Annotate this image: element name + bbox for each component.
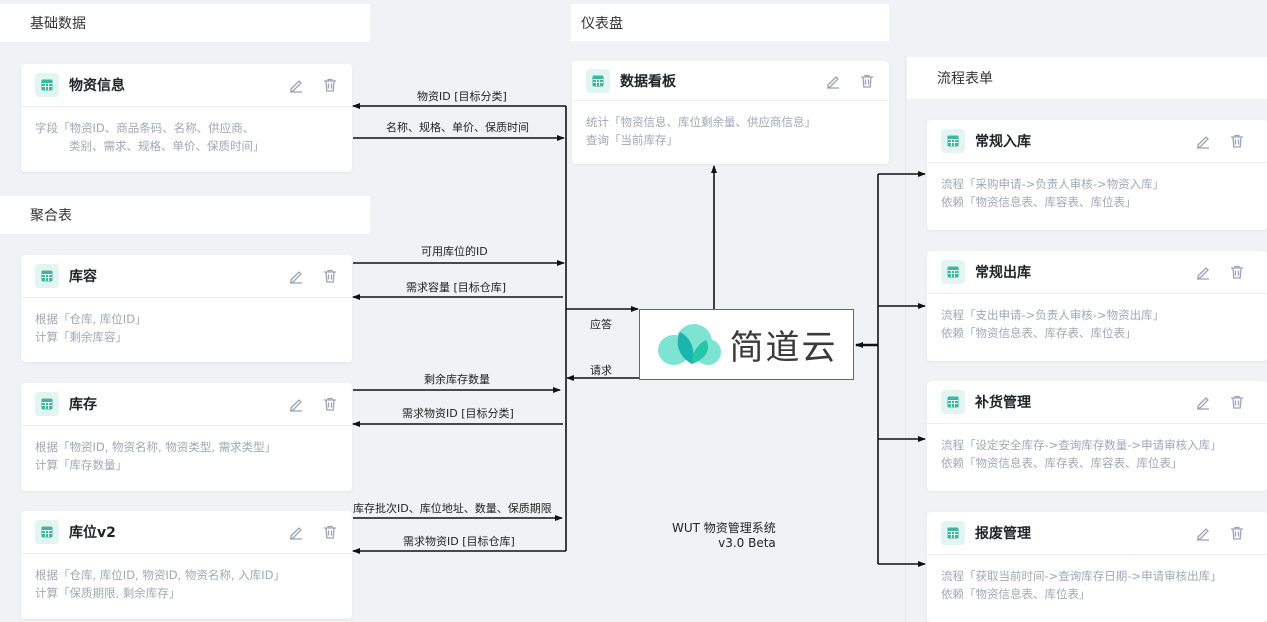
table-icon [941,260,965,284]
card-detail: 根据「仓库, 库位ID, 物资ID, 物资名称, 入库ID」 [35,568,285,582]
card-detail: 计算「保质期限, 剩余库存」 [35,586,181,600]
section-header-process: 流程表单 [907,57,1267,99]
card-kuwei[interactable]: 库位v2 根据「仓库, 库位ID, 物资ID, 物资名称, 入库ID」 计算「保… [21,511,352,619]
card-detail: 计算「剩余库容」 [35,330,127,344]
edit-icon[interactable] [1195,264,1211,280]
delete-icon[interactable] [322,268,338,284]
delete-icon[interactable] [1229,133,1245,149]
arrow-label: 可用库位的ID [421,245,488,258]
arrow-label: 库存批次ID、库位地址、数量、保质期限 [353,502,552,515]
section-header-aggregate: 聚合表 [0,196,370,234]
request-label: 请求 [590,364,612,377]
card-detail: 查询「当前库存」 [586,133,678,147]
card-detail: 统计「物资信息、库位剩余量、供应商信息」 [586,115,816,129]
section-title: 聚合表 [30,208,72,224]
edit-icon[interactable] [288,524,304,540]
edit-icon[interactable] [1195,394,1211,410]
arrow-label: 物资ID [目标分类] [417,90,507,103]
card-kurong[interactable]: 库容 根据「仓库, 库位ID」 计算「剩余库容」 [21,255,352,362]
card-kucun[interactable]: 库存 根据「物资ID, 物资名称, 物资类型, 需求类型」 计算「库存数量」 [21,383,352,491]
card-restock[interactable]: 补货管理 流程「设定安全库存->查询库存数量->申请审核入库」 依赖「物资信息表… [927,381,1267,491]
system-version: v3.0 Beta [718,536,776,550]
card-title: 报废管理 [975,526,1031,542]
card-detail: 根据「物资ID, 物资名称, 物资类型, 需求类型」 [35,440,277,454]
edit-icon[interactable] [825,73,841,89]
jiandaoyun-logo: 简道云 [639,309,854,380]
section-header-dashboard: 仪表盘 [571,4,889,41]
table-icon [941,521,965,545]
card-detail: 依赖「物资信息表、库位表」 [941,587,1091,601]
table-icon [941,390,965,414]
card-detail: 依赖「物资信息表、库存表、库容表、库位表」 [941,456,1183,470]
table-icon [586,68,610,93]
system-version-note: WUT 物资管理系统 v3.0 Beta [672,521,776,551]
arrow-label: 需求物资ID [目标仓库] [403,535,515,548]
card-detail: 字段「物资ID、商品条码、名称、供应商、 [35,121,255,135]
delete-icon[interactable] [322,524,338,540]
card-title: 库存 [69,397,97,413]
section-header-basic: 基础数据 [0,4,370,42]
card-outbound[interactable]: 常规出库 流程「支出申请->负责人审核->物资出库」 依赖「物资信息表、库存表、… [927,251,1267,361]
card-wuzi[interactable]: 物资信息 字段「物资ID、商品条码、名称、供应商、 类别、需求、规格、单价、保质… [21,64,352,172]
card-detail: 流程「采购申请->负责人审核->物资入库」 [941,177,1165,191]
arrow-label: 剩余库存数量 [424,373,490,386]
edit-icon[interactable] [288,268,304,284]
table-icon [35,520,59,544]
section-title: 流程表单 [937,71,993,87]
edit-icon[interactable] [288,77,304,93]
card-detail: 依赖「物资信息表、库容表、库位表」 [941,195,1137,209]
delete-icon[interactable] [1229,394,1245,410]
delete-icon[interactable] [859,73,875,89]
arrow-label: 需求容量 [目标仓库] [406,281,507,294]
card-scrap[interactable]: 报废管理 流程「获取当前时间->查询库存日期->申请审核出库」 依赖「物资信息表… [927,512,1267,622]
card-title: 库容 [69,269,97,285]
cloud-logo-icon [657,323,721,365]
edit-icon[interactable] [288,396,304,412]
section-title: 仪表盘 [581,15,623,32]
card-title: 常规出库 [975,265,1031,281]
card-detail: 计算「库存数量」 [35,458,127,472]
section-title: 基础数据 [30,16,86,32]
edit-icon[interactable] [1195,133,1211,149]
logo-text: 简道云 [729,328,838,368]
delete-icon[interactable] [1229,264,1245,280]
card-detail: 流程「设定安全库存->查询库存数量->申请审核入库」 [941,438,1222,452]
arrow-label: 名称、规格、单价、保质时间 [386,121,529,134]
table-icon [941,129,965,153]
card-detail: 流程「获取当前时间->查询库存日期->申请审核出库」 [941,569,1222,583]
delete-icon[interactable] [322,77,338,93]
card-inbound[interactable]: 常规入库 流程「采购申请->负责人审核->物资入库」 依赖「物资信息表、库容表、… [927,120,1267,230]
card-detail: 依赖「物资信息表、库存表、库位表」 [941,326,1137,340]
response-label: 应答 [590,318,612,331]
delete-icon[interactable] [322,396,338,412]
card-detail: 根据「仓库, 库位ID」 [35,312,147,326]
edit-icon[interactable] [1195,525,1211,541]
system-name: WUT 物资管理系统 [672,521,776,535]
arrow-label: 需求物资ID [目标分类] [402,407,514,420]
table-icon [35,264,59,288]
card-title: 库位v2 [69,525,116,541]
table-icon [35,73,59,97]
card-title: 物资信息 [69,78,125,94]
card-detail: 流程「支出申请->负责人审核->物资出库」 [941,308,1165,322]
card-detail: 类别、需求、规格、单价、保质时间」 [69,139,265,153]
card-title: 补货管理 [975,395,1031,411]
delete-icon[interactable] [1229,525,1245,541]
card-title: 常规入库 [975,134,1031,150]
card-dashboard[interactable]: 数据看板 统计「物资信息、库位剩余量、供应商信息」 查询「当前库存」 [572,61,889,164]
card-title: 数据看板 [620,73,676,90]
table-icon [35,392,59,416]
